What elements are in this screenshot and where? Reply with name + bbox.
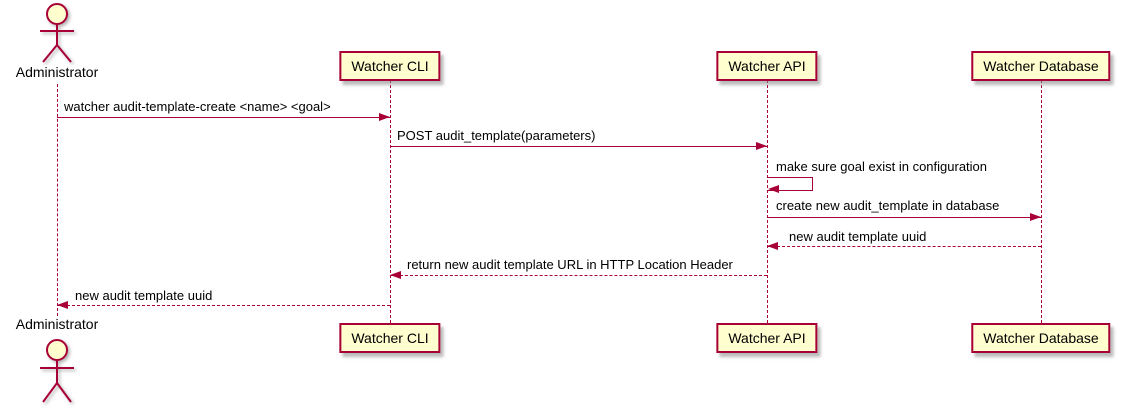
message-3-self-loop-line (768, 177, 813, 191)
participant-box-watcher-database-top: Watcher Database (971, 51, 1111, 81)
actor-administrator-top-label: Administrator (15, 64, 99, 80)
lifeline-watcher-cli (390, 80, 391, 323)
message-4-line (767, 217, 1041, 218)
participant-box-watcher-api-bottom: Watcher API (716, 323, 818, 353)
participant-box-watcher-api-top: Watcher API (716, 51, 818, 81)
message-3-label: make sure goal exist in configuration (776, 159, 988, 174)
message-1-label: watcher audit-template-create <name> <go… (64, 99, 331, 114)
message-6-line (390, 275, 767, 276)
message-6-label: return new audit template URL in HTTP Lo… (407, 257, 733, 272)
message-5-label: new audit template uuid (789, 229, 927, 244)
message-5-line (767, 246, 1041, 247)
actor-administrator-top-icon (40, 3, 74, 63)
message-4-arrowhead-icon (1030, 213, 1041, 221)
message-1-arrowhead-icon (379, 113, 390, 121)
actor-administrator-bottom-icon (40, 339, 74, 403)
message-2-label: POST audit_template(parameters) (397, 128, 596, 143)
message-1-line (57, 117, 390, 118)
lifeline-administrator (57, 84, 58, 316)
message-7-arrowhead-icon (57, 301, 68, 309)
participant-box-watcher-database-bottom: Watcher Database (971, 323, 1111, 353)
participant-box-watcher-cli-bottom: Watcher CLI (339, 323, 441, 353)
actor-administrator-bottom-label: Administrator (15, 316, 99, 332)
message-5-arrowhead-icon (767, 242, 778, 250)
message-7-line (57, 305, 390, 306)
participant-box-watcher-cli-top: Watcher CLI (339, 51, 441, 81)
message-2-line (390, 146, 767, 147)
message-6-arrowhead-icon (390, 271, 401, 279)
message-3-arrowhead-icon (768, 185, 779, 193)
lifeline-watcher-database (1041, 80, 1042, 323)
message-2-arrowhead-icon (756, 142, 767, 150)
message-4-label: create new audit_template in database (776, 198, 1000, 213)
message-7-label: new audit template uuid (75, 288, 213, 303)
lifeline-watcher-api (767, 80, 768, 323)
